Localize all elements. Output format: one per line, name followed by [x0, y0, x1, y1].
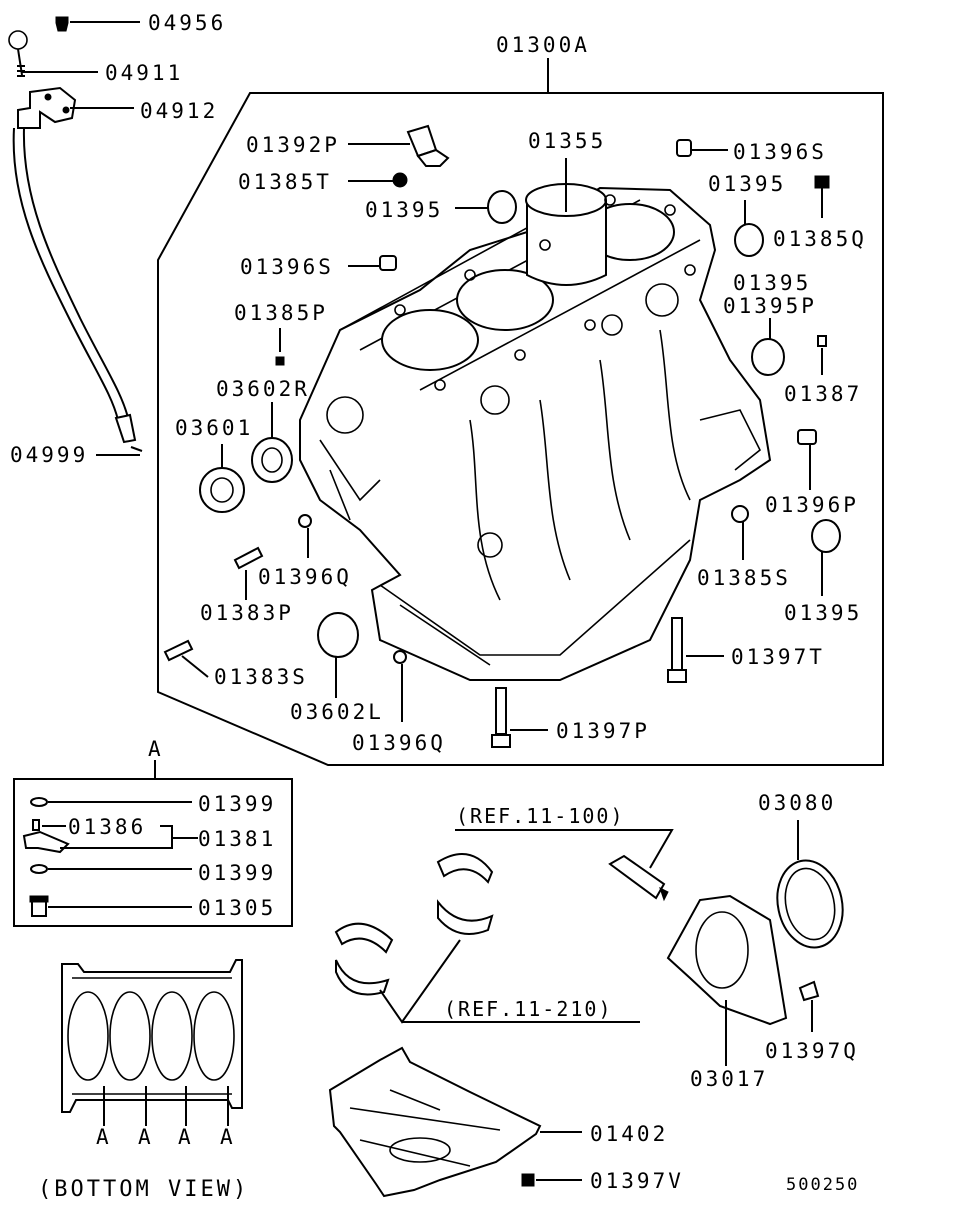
- label-03601: 03601: [175, 416, 253, 440]
- diagram-code: 500250: [786, 1175, 859, 1195]
- label-01385s: 01385S: [697, 566, 791, 590]
- detail-a-marker: A: [148, 737, 164, 761]
- part-number-labels: 04956 04911 04912 01300A 01392P 01355 01…: [10, 11, 867, 1193]
- bottom-view-marker-1: A: [96, 1125, 112, 1149]
- bottom-view-marker-4: A: [220, 1125, 236, 1149]
- label-01392p: 01392P: [246, 133, 340, 157]
- label-01300a: 01300A: [496, 33, 590, 57]
- label-01399-a: 01399: [198, 792, 276, 816]
- dipstick-group: [8, 16, 143, 452]
- label-01395p: 01395P: [723, 294, 817, 318]
- label-03017: 03017: [690, 1067, 768, 1091]
- label-01395-c: 01395: [733, 271, 811, 295]
- label-01396q-a: 01396Q: [258, 565, 352, 589]
- label-01385q: 01385Q: [773, 227, 867, 251]
- bottom-view-caption: (BOTTOM VIEW): [38, 1177, 249, 1202]
- label-01396q-b: 01396Q: [352, 731, 446, 755]
- label-03080: 03080: [758, 791, 836, 815]
- label-01397t: 01397T: [731, 645, 825, 669]
- bottom-view-marker-2: A: [138, 1125, 154, 1149]
- label-01395-d: 01395: [784, 601, 862, 625]
- ref-11-210: (REF.11-210): [444, 997, 613, 1021]
- label-01383s: 01383S: [214, 665, 308, 689]
- label-04911: 04911: [105, 61, 183, 85]
- label-01395-b: 01395: [365, 198, 443, 222]
- label-01396s-mid: 01396S: [240, 255, 334, 279]
- loose-parts: [163, 124, 841, 748]
- reference-labels: (REF.11-100) (REF.11-210): [444, 804, 625, 1021]
- label-01383p: 01383P: [200, 601, 294, 625]
- label-01386: 01386: [68, 815, 146, 839]
- main-bearings: [334, 853, 640, 1024]
- label-01381: 01381: [198, 827, 276, 851]
- label-01397q: 01397Q: [765, 1039, 859, 1063]
- cylinder-block: [299, 183, 772, 681]
- label-04956: 04956: [148, 11, 226, 35]
- label-01402: 01402: [590, 1122, 668, 1146]
- bottom-view: [61, 959, 243, 1126]
- rear-seal-group: [455, 820, 844, 1066]
- oil-pan-baffle: [328, 1046, 582, 1198]
- label-04912: 04912: [140, 99, 218, 123]
- label-01396p: 01396P: [765, 493, 859, 517]
- detail-markers: A A A A A (BOTTOM VIEW): [38, 737, 249, 1202]
- label-01397p: 01397P: [556, 719, 650, 743]
- label-01387: 01387: [784, 382, 862, 406]
- label-01396s-top: 01396S: [733, 140, 827, 164]
- label-03602r: 03602R: [216, 377, 310, 401]
- detail-a-box: [13, 760, 293, 927]
- label-01399-b: 01399: [198, 861, 276, 885]
- leader-lines: [22, 21, 823, 731]
- bottom-view-marker-3: A: [178, 1125, 194, 1149]
- label-01397v: 01397V: [590, 1169, 684, 1193]
- label-03602l: 03602L: [290, 700, 384, 724]
- label-01395-a: 01395: [708, 172, 786, 196]
- label-01385t: 01385T: [238, 170, 332, 194]
- ref-11-100: (REF.11-100): [456, 804, 625, 828]
- label-01385p: 01385P: [234, 301, 328, 325]
- assembly-frame: [157, 92, 884, 766]
- label-04999: 04999: [10, 443, 88, 467]
- label-01355: 01355: [528, 129, 606, 153]
- label-01305: 01305: [198, 896, 276, 920]
